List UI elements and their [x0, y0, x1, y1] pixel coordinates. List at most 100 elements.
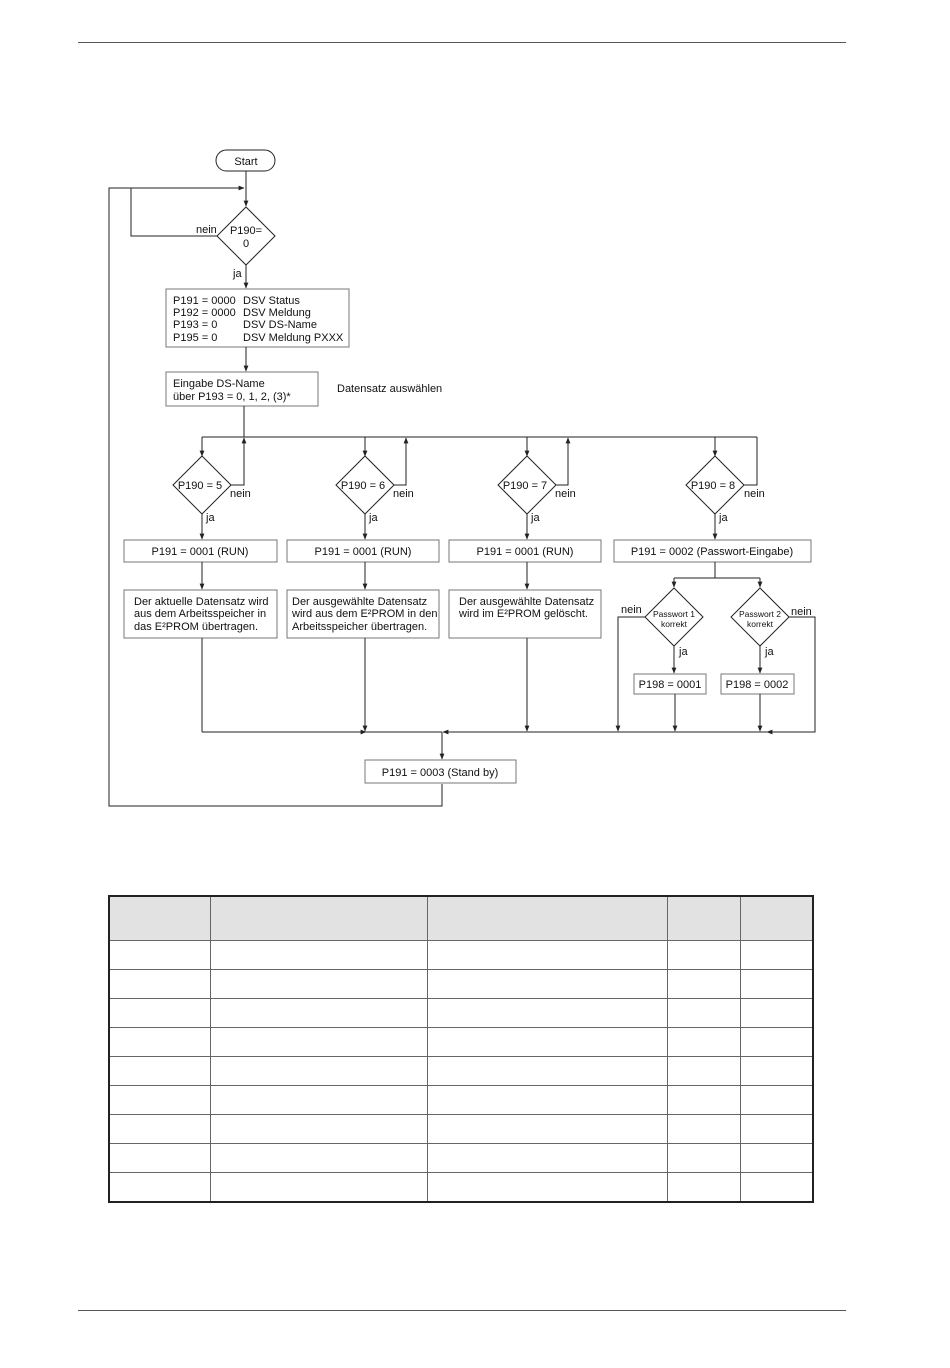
- table-cell: [210, 1143, 428, 1173]
- svg-text:DSV Status: DSV Status: [243, 295, 300, 307]
- status-box-password: P191 = 0002 (Passwort-Eingabe): [613, 539, 812, 563]
- loop-return-connector: [108, 185, 443, 807]
- table-header-cell: [666, 895, 741, 941]
- table-cell: [108, 1085, 212, 1115]
- ja-label: ja: [232, 268, 242, 280]
- svg-text:über P193 = 0, 1, 2, (3)*: über P193 = 0, 1, 2, (3)*: [173, 391, 291, 403]
- table-cell: [210, 1172, 428, 1203]
- svg-text:P190=: P190=: [230, 225, 262, 237]
- table-row: [108, 1114, 814, 1144]
- svg-text:Passwort 1: Passwort 1: [653, 609, 695, 619]
- result-box-p198-0001: P198 = 0001: [633, 673, 707, 695]
- svg-text:Der ausgewählte Datensatz: Der ausgewählte Datensatz: [459, 596, 594, 608]
- ja-label: ja: [205, 512, 215, 524]
- table-cell: [739, 1143, 814, 1173]
- nein-label: nein: [621, 604, 642, 616]
- svg-text:P191 = 0001 (RUN): P191 = 0001 (RUN): [152, 546, 249, 558]
- table-header-cell: [108, 895, 212, 941]
- svg-text:0: 0: [243, 238, 249, 250]
- standby-box: P191 = 0003 (Stand by): [364, 759, 517, 784]
- svg-text:Passwort 2: Passwort 2: [739, 609, 781, 619]
- ja-label: ja: [530, 512, 540, 524]
- table-header-cell: [210, 895, 428, 941]
- table-cell: [739, 1114, 814, 1144]
- action-box-save-eeprom: Der aktuelle Datensatz wird aus dem Arbe…: [123, 589, 278, 639]
- table-cell: [426, 1114, 668, 1144]
- status-box-run-5: P191 = 0001 (RUN): [123, 539, 278, 563]
- table-header-cell: [426, 895, 668, 941]
- flowchart: Start P190= 0 nein ja P191 = 0000 DSV St…: [108, 149, 816, 807]
- table-cell: [666, 1172, 741, 1203]
- svg-text:korrekt: korrekt: [747, 619, 774, 629]
- nein-label: nein: [744, 488, 765, 500]
- svg-text:P190 = 6: P190 = 6: [341, 480, 385, 492]
- table-cell: [108, 1027, 212, 1057]
- decision-p190-8: P190 = 8: [685, 455, 745, 515]
- table-row: [108, 1056, 814, 1086]
- svg-text:P192 = 0000: P192 = 0000: [173, 307, 236, 319]
- decision-password-2: Passwort 2 korrekt: [730, 587, 790, 647]
- table-row: [108, 969, 814, 999]
- result-box-p198-0002: P198 = 0002: [720, 673, 795, 695]
- table-cell: [739, 1085, 814, 1115]
- table-cell: [739, 998, 814, 1028]
- table-cell: [210, 940, 428, 970]
- table-cell: [426, 1085, 668, 1115]
- table-cell: [426, 1056, 668, 1086]
- table-cell: [210, 1114, 428, 1144]
- svg-text:P191 = 0001 (RUN): P191 = 0001 (RUN): [315, 546, 412, 558]
- table-cell: [108, 969, 212, 999]
- table-cell: [108, 1143, 212, 1173]
- table-row: [108, 1143, 814, 1173]
- table-cell: [739, 940, 814, 970]
- table-cell: [426, 1172, 668, 1203]
- input-note: Datensatz auswählen: [337, 383, 442, 395]
- reset-parameters-box: P191 = 0000 DSV Status P192 = 0000 DSV M…: [165, 288, 350, 348]
- table-header-cell: [739, 895, 814, 941]
- decision-p190-5: P190 = 5: [172, 455, 232, 515]
- svg-text:P191 = 0003 (Stand by): P191 = 0003 (Stand by): [382, 767, 499, 779]
- ja-label: ja: [368, 512, 378, 524]
- svg-text:P190 = 7: P190 = 7: [503, 480, 547, 492]
- table-cell: [426, 1143, 668, 1173]
- table-cell: [666, 1027, 741, 1057]
- ja-label: ja: [678, 646, 688, 658]
- parameter-table: [108, 895, 814, 1203]
- status-box-run-7: P191 = 0001 (RUN): [448, 539, 602, 563]
- table-cell: [108, 1056, 212, 1086]
- table-cell: [666, 1056, 741, 1086]
- action-box-load-ram: Der ausgewählte Datensatz wird aus dem E…: [286, 589, 440, 639]
- ja-label: ja: [764, 646, 774, 658]
- status-box-run-6: P191 = 0001 (RUN): [286, 539, 440, 563]
- table-cell: [210, 1027, 428, 1057]
- nein-label: nein: [393, 488, 414, 500]
- ja-label: ja: [718, 512, 728, 524]
- table-cell: [739, 1027, 814, 1057]
- table-cell: [108, 940, 212, 970]
- svg-text:Der aktuelle Datensatz wird: Der aktuelle Datensatz wird: [134, 596, 269, 608]
- table-cell: [739, 1172, 814, 1203]
- svg-text:P195 = 0: P195 = 0: [173, 332, 217, 344]
- svg-text:P191 = 0001 (RUN): P191 = 0001 (RUN): [477, 546, 574, 558]
- svg-text:Eingabe DS-Name: Eingabe DS-Name: [173, 378, 265, 390]
- table-cell: [210, 969, 428, 999]
- input-ds-name-box: Eingabe DS-Name über P193 = 0, 1, 2, (3)…: [165, 371, 319, 407]
- table-cell: [210, 998, 428, 1028]
- svg-text:P198 = 0002: P198 = 0002: [726, 679, 789, 691]
- svg-text:P190 = 8: P190 = 8: [691, 480, 735, 492]
- table-cell: [108, 1172, 212, 1203]
- decision-p190-6: P190 = 6: [335, 455, 395, 515]
- svg-text:DSV Meldung: DSV Meldung: [243, 307, 311, 319]
- nein-label: nein: [555, 488, 576, 500]
- table-cell: [426, 969, 668, 999]
- table-header-row: [108, 895, 814, 941]
- svg-text:P190 = 5: P190 = 5: [178, 480, 222, 492]
- table-cell: [426, 940, 668, 970]
- svg-text:DSV DS-Name: DSV DS-Name: [243, 319, 317, 331]
- svg-text:P191 = 0000: P191 = 0000: [173, 295, 236, 307]
- table-cell: [108, 998, 212, 1028]
- footer-rule: [78, 1310, 846, 1311]
- table-cell: [210, 1085, 428, 1115]
- svg-text:P193 = 0: P193 = 0: [173, 319, 217, 331]
- table-cell: [666, 940, 741, 970]
